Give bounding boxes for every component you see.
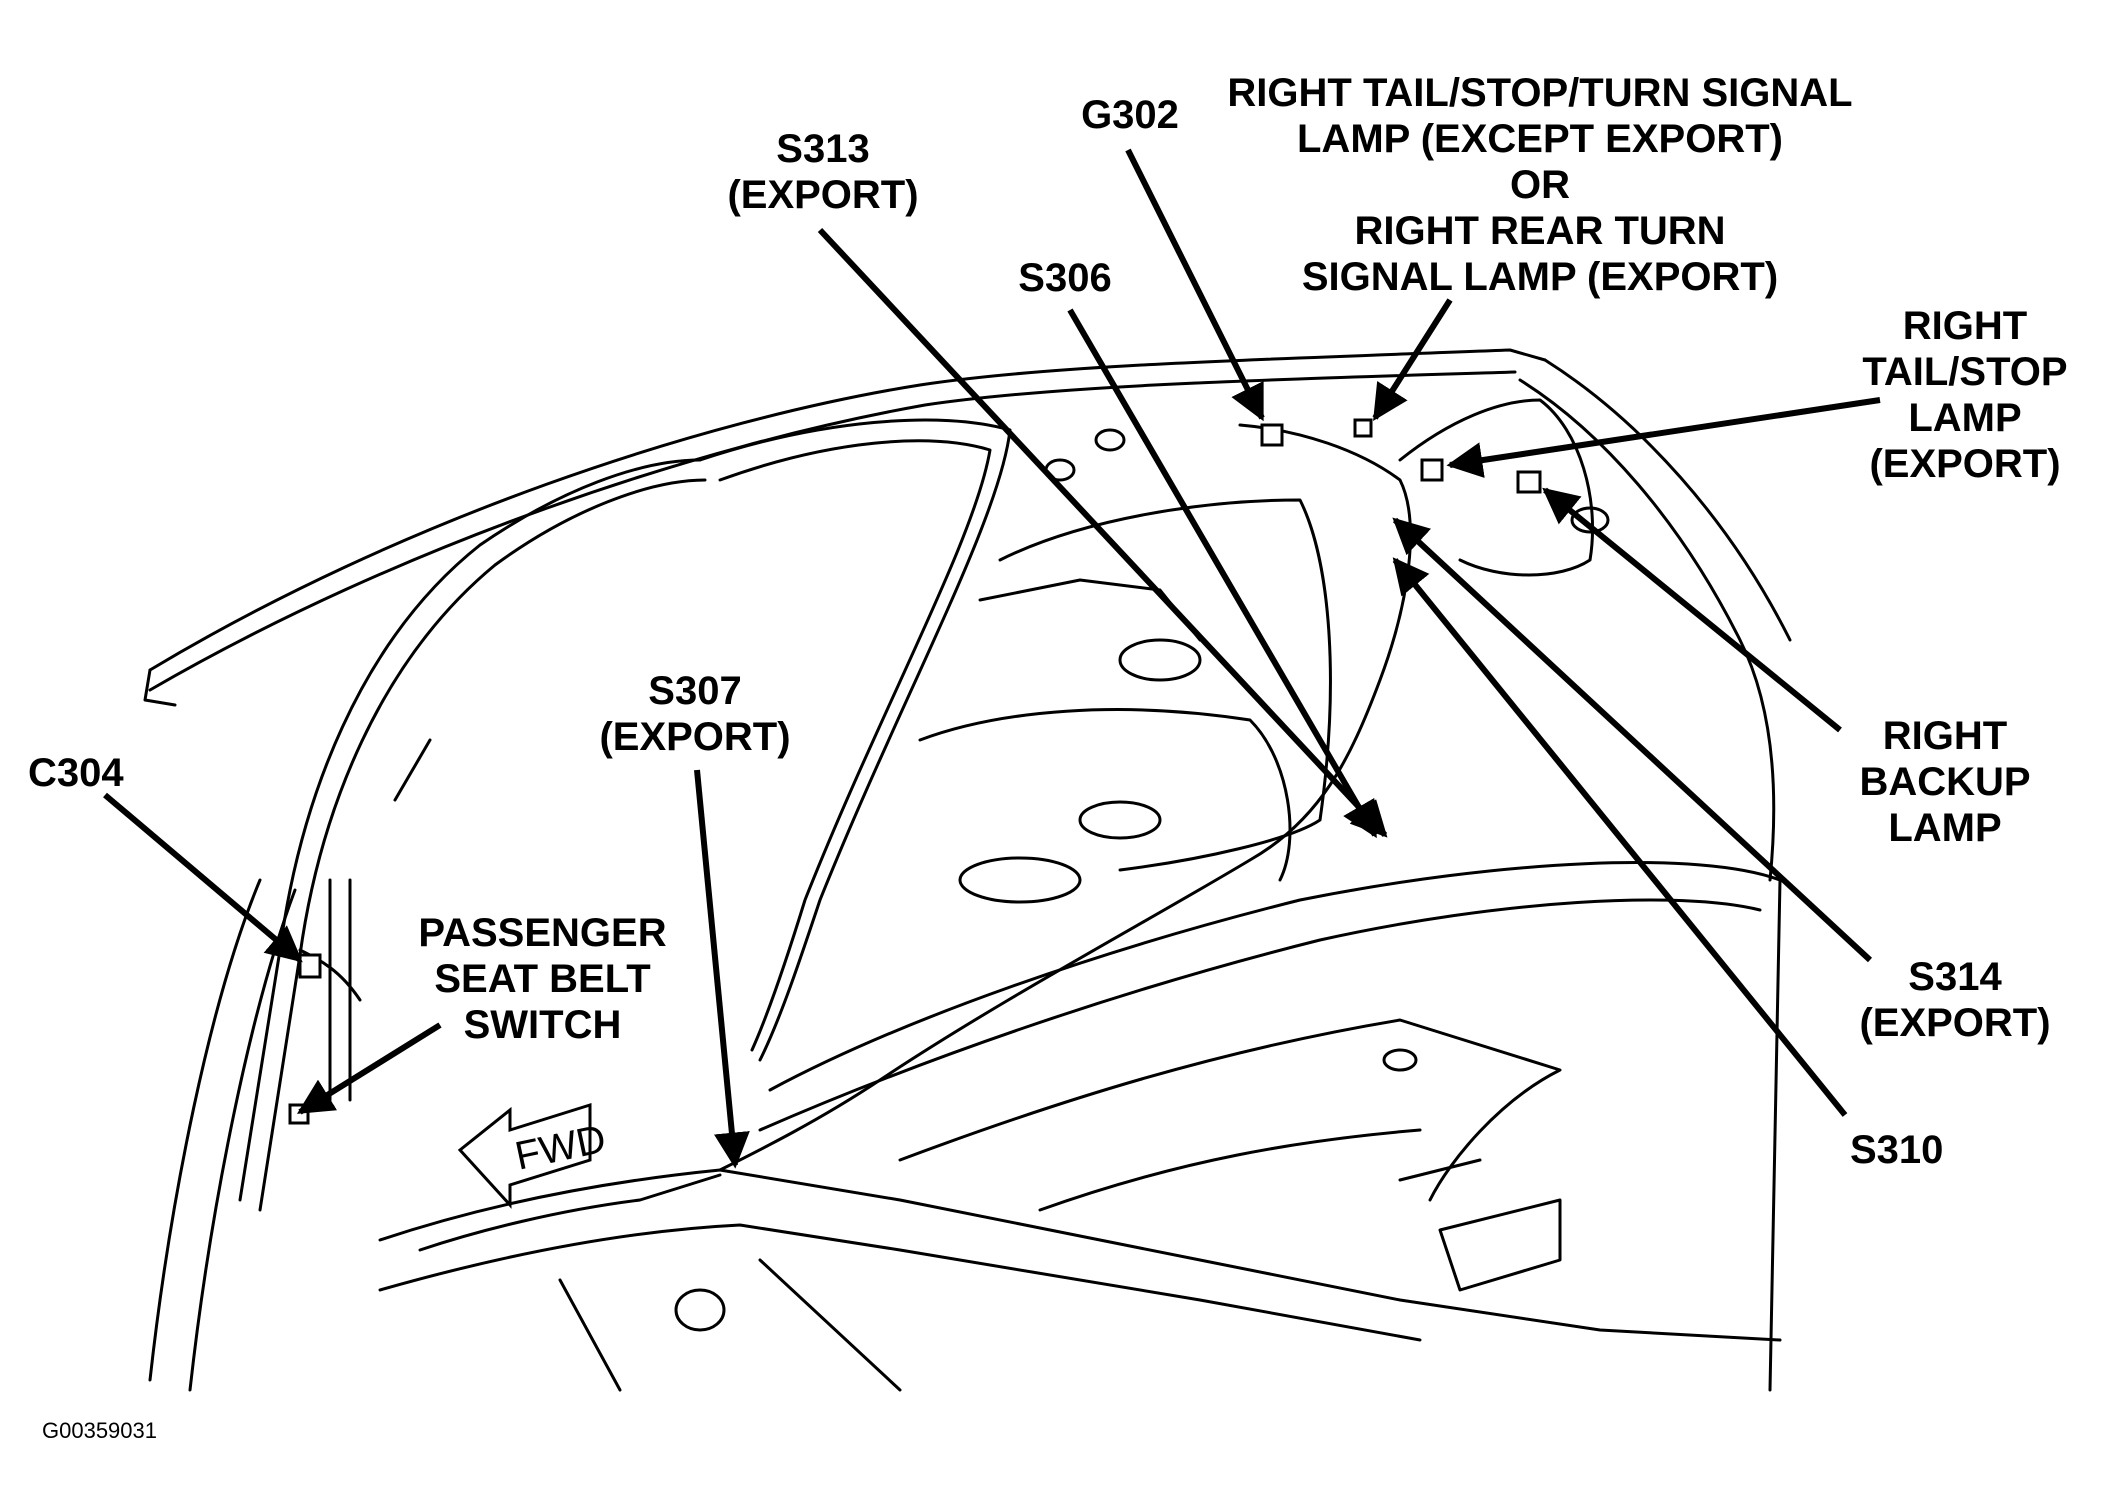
arrow-passenger-seat-belt bbox=[296, 1022, 442, 1115]
arrow-c304 bbox=[103, 792, 303, 963]
label-g302: G302 bbox=[1081, 93, 1179, 137]
arrow-right-backup bbox=[1542, 487, 1842, 733]
arrow-s314 bbox=[1392, 517, 1873, 963]
arrow-s313 bbox=[817, 227, 1388, 838]
label-s306: S306 bbox=[1018, 256, 1112, 300]
label-right-tail-stop-lamp: RIGHT TAIL/STOP LAMP (EXPORT) bbox=[1862, 304, 2068, 486]
leader-arrows bbox=[103, 148, 1881, 1169]
label-s313: S313(EXPORT) bbox=[727, 127, 919, 217]
arrow-g302 bbox=[1125, 148, 1265, 422]
label-s310: S310 bbox=[1850, 1128, 1944, 1172]
figure-id: G00359031 bbox=[42, 1418, 157, 1443]
body-outline bbox=[143, 348, 1792, 1392]
arrow-s307 bbox=[694, 769, 750, 1169]
arrow-right-tail-turn bbox=[1372, 298, 1453, 422]
arrow-s306 bbox=[1067, 308, 1378, 839]
fwd-arrow-icon: FWD bbox=[457, 1102, 610, 1209]
label-right-backup-lamp: RIGHT BACKUP LAMP bbox=[1859, 714, 2031, 850]
label-passenger-seat-belt-switch: PASSENGER SEAT BELT SWITCH bbox=[418, 911, 667, 1047]
arrow-s310 bbox=[1392, 557, 1848, 1117]
label-s314: S314(EXPORT) bbox=[1859, 955, 2051, 1045]
arrow-right-tail-stop bbox=[1446, 397, 1881, 478]
label-right-tail-turn-signal-lamp: RIGHT TAIL/STOP/TURN SIGNAL LAMP (EXCEPT… bbox=[1227, 71, 1853, 299]
label-c304: C304 bbox=[28, 751, 124, 795]
label-s307: S307(EXPORT) bbox=[599, 669, 791, 759]
